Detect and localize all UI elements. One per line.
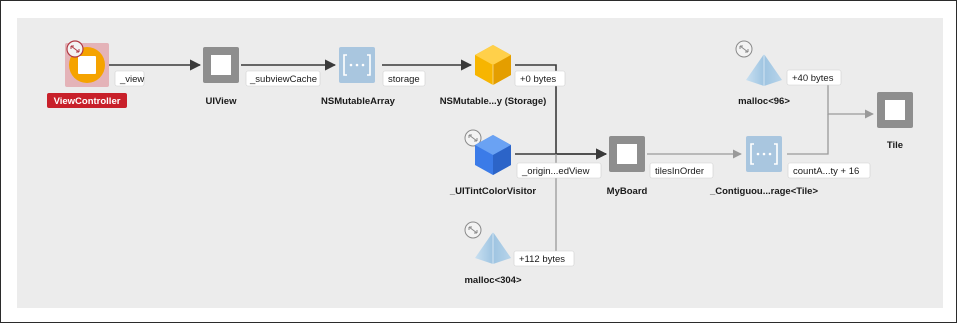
svg-text:storage: storage [388,74,420,85]
node-label: NSMutable...y (Storage) [440,96,547,107]
edge-label-view: _view [114,70,144,87]
node-malloc-96[interactable]: malloc<96> [735,40,790,107]
svg-text:_view: _view [119,74,144,85]
node-view-controller[interactable]: ViewController [47,40,127,108]
collection-icon [339,47,375,83]
svg-text:tilesInOrder: tilesInOrder [655,166,704,177]
swift-cube-icon [475,135,511,175]
malloc-pyramid-icon [475,232,511,264]
node-nsmutable-storage[interactable]: NSMutable...y (Storage) [440,45,547,107]
collection-icon [746,136,782,172]
node-label: Tile [887,140,903,151]
cycle-badge-icon [464,221,482,239]
edge-label-plus-0-bytes: +0 bytes [514,70,566,87]
node-nsmutablearray[interactable]: NSMutableArray [321,47,396,107]
malloc-pyramid-icon [746,54,782,86]
edge-label-original-view: _origin...edView [516,162,602,179]
node-label: _Contiguou...rage<Tile> [709,186,818,197]
edge-label-plus-112-bytes: +112 bytes [513,250,575,267]
node-label: UIView [206,96,238,107]
node-uitint-color-visitor[interactable]: _UITintColorVisitor [449,129,537,197]
memory-graph-canvas[interactable]: _view _subviewCache storage +0 bytes _or… [17,18,943,308]
node-malloc-304[interactable]: malloc<304> [464,221,522,286]
instance-icon [609,136,645,172]
node-myboard[interactable]: MyBoard [607,136,648,197]
storage-cube-icon [475,45,511,85]
edge-count-ty[interactable] [787,114,829,155]
node-contiguous-storage[interactable]: _Contiguou...rage<Tile> [709,136,818,197]
node-label: _UITintColorVisitor [449,186,537,197]
node-uiview[interactable]: UIView [203,47,239,107]
svg-text:_origin...edView: _origin...edView [521,166,590,177]
cycle-badge-icon [66,40,84,58]
edge-label-subview-cache: _subviewCache [245,70,321,87]
edge-label-count-ty: countA...ty + 16 [787,162,871,179]
cycle-badge-icon [464,129,482,147]
svg-text:+40 bytes: +40 bytes [792,73,834,84]
node-tile[interactable]: Tile [877,92,913,151]
node-label: malloc<96> [738,96,790,107]
node-label: malloc<304> [464,275,521,286]
instance-icon [203,47,239,83]
edge-label-plus-40-bytes: +40 bytes [786,69,842,86]
svg-text:+112 bytes: +112 bytes [519,254,565,265]
svg-text:countA...ty + 16: countA...ty + 16 [793,166,859,177]
svg-text:_subviewCache: _subviewCache [249,74,317,85]
edge-label-tiles-in-order: tilesInOrder [649,162,714,179]
node-label: NSMutableArray [321,96,396,107]
cycle-badge-icon [735,40,753,58]
edge-label-storage: storage [382,70,426,87]
node-label: MyBoard [607,186,648,197]
selected-node-label-bg [47,93,127,108]
svg-text:+0 bytes: +0 bytes [520,74,556,85]
node-label: ViewController [54,96,121,107]
instance-icon [877,92,913,128]
